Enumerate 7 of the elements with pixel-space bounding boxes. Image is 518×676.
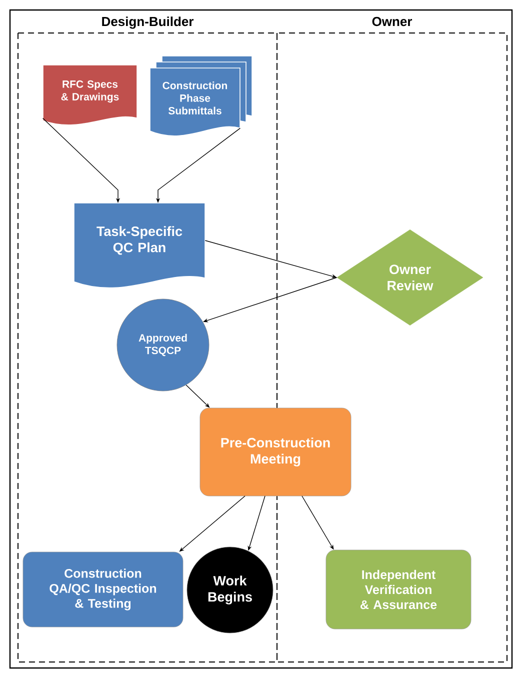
circle-node: Approved TSQCP bbox=[116, 298, 210, 392]
node-label: Owner bbox=[372, 16, 412, 26]
circle-node: Work Begins bbox=[186, 546, 274, 634]
node-label: Design-Builder bbox=[102, 16, 194, 29]
process-box: Construction QA/QC Inspection & Testing bbox=[22, 552, 184, 628]
process-box: Independent Verification & Assurance bbox=[326, 550, 472, 630]
process-box: Pre-Construction Meeting bbox=[200, 408, 352, 496]
